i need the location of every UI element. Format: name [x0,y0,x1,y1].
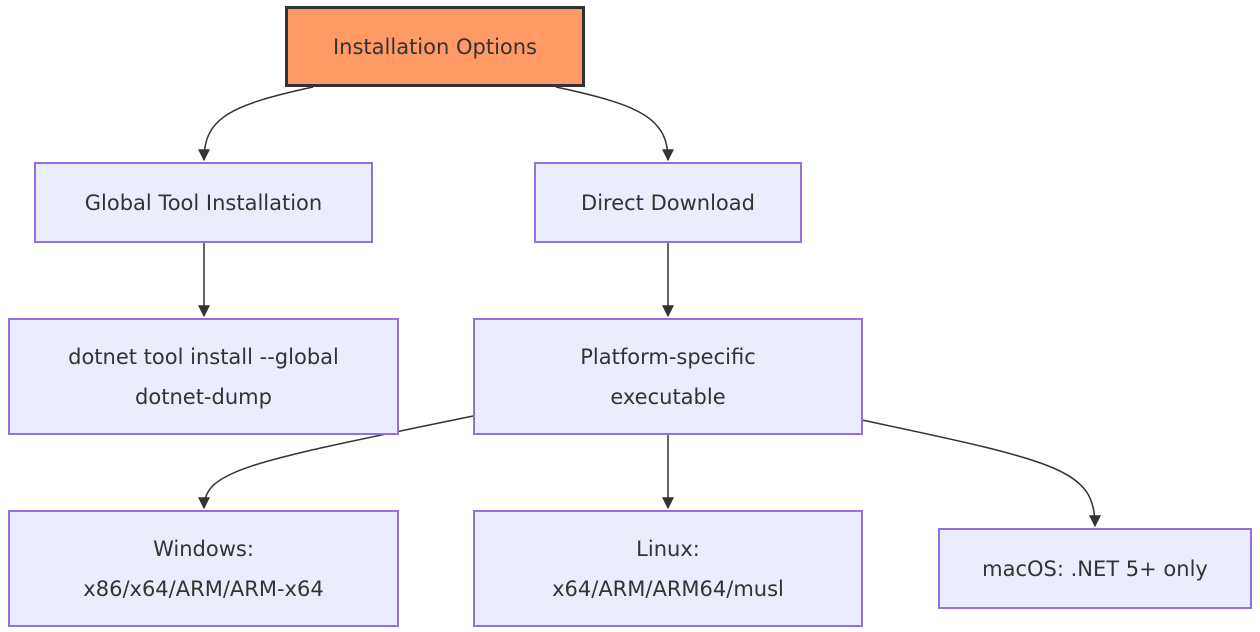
node-label-line: Platform-specific [580,344,756,369]
node-windows: Windows: x86/x64/ARM/ARM-x64 [8,510,399,627]
node-label-line: Global Tool Installation [84,190,323,215]
node-label-line: Direct Download [581,190,755,215]
node-dotnet-tool-install-command: dotnet tool install --global dotnet-dump [8,318,399,435]
node-label-line: dotnet-dump [135,384,272,409]
edge-root-to-global-tool [198,86,314,162]
node-label-line: executable [610,384,726,409]
edge-root-to-direct-download [555,86,674,162]
node-label-line: Windows: [153,536,254,561]
node-direct-download: Direct Download [534,162,802,243]
node-label-line: x64/ARM/ARM64/musl [552,576,784,601]
node-installation-options: Installation Options [285,6,585,87]
node-label-line: macOS: .NET 5+ only [982,556,1208,581]
node-label-line: dotnet tool install --global [68,344,339,369]
node-linux: Linux: x64/ARM/ARM64/musl [473,510,863,627]
node-global-tool-installation: Global Tool Installation [34,162,373,243]
edge-platform-exec-to-macos [861,419,1101,528]
node-label-line: Installation Options [332,34,537,59]
node-platform-specific-executable: Platform-specific executable [473,318,863,435]
node-macos: macOS: .NET 5+ only [938,528,1252,609]
node-label-line: Linux: [636,536,700,561]
node-label-line: x86/x64/ARM/ARM-x64 [83,576,324,601]
